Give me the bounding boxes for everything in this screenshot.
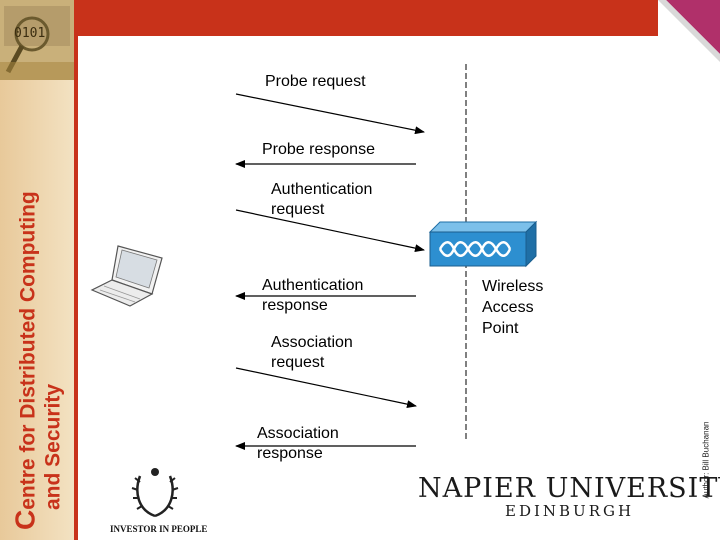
sidebar-background <box>0 0 78 540</box>
laptop-icon <box>90 245 163 307</box>
logo-binary-text: 0101 <box>14 26 45 41</box>
investor-in-people-logo <box>131 468 179 518</box>
access-point-label: Wireless Access Point <box>482 278 544 337</box>
investor-in-people-text: INVESTOR IN PEOPLE <box>110 524 208 534</box>
association-request-label: Association request <box>271 334 353 371</box>
probe-request-label: Probe request <box>265 73 366 90</box>
binary-logo-image: 0101 <box>0 0 74 80</box>
authentication-request-arrow <box>235 209 425 253</box>
probe-response-label: Probe response <box>262 141 375 158</box>
university-name: NAPIER UNIVERSITY <box>418 473 720 504</box>
association-request-arrow <box>235 367 417 409</box>
probe-request-arrow <box>235 93 425 135</box>
page-corner-fold <box>658 0 720 62</box>
wireless-access-point-icon <box>428 220 538 268</box>
sidebar: 0101 Centre for Distributed Computing an… <box>0 0 78 540</box>
authentication-response-label: Authentication response <box>262 277 364 314</box>
university-city: EDINBURGH <box>505 502 635 520</box>
top-banner <box>78 0 658 36</box>
authentication-request-label: Authentication request <box>271 181 373 218</box>
association-response-label: Association response <box>257 425 339 462</box>
